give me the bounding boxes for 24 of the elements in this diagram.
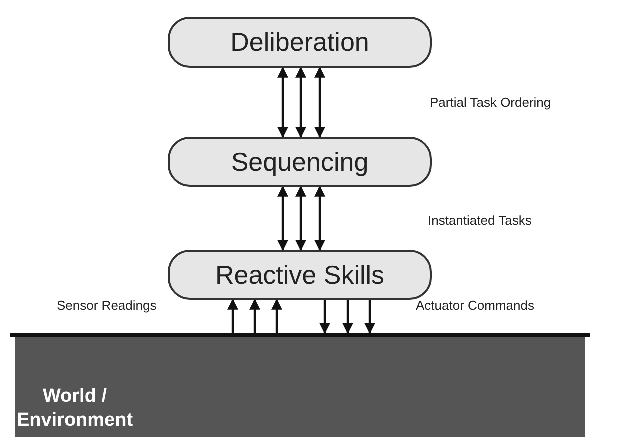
layer-box xyxy=(168,17,432,68)
arrow xyxy=(296,66,306,138)
arrow xyxy=(272,298,282,333)
arrow xyxy=(314,186,326,252)
arrow xyxy=(342,300,354,334)
node-label: Reactive Skills xyxy=(215,258,385,292)
arrow xyxy=(250,298,260,333)
node-label: Deliberation xyxy=(230,26,370,59)
arrow xyxy=(314,66,326,138)
node-label: World / Environment xyxy=(16,385,134,433)
flow-label: Sensor Readings xyxy=(57,297,157,315)
arrow xyxy=(296,186,306,252)
layer-box xyxy=(168,137,432,187)
flow-label: Instantiated Tasks xyxy=(428,212,532,230)
arrow xyxy=(364,300,376,334)
arrow xyxy=(228,298,238,333)
world-block xyxy=(15,337,585,437)
layer-box xyxy=(168,250,432,300)
flow-label: Partial Task Ordering xyxy=(430,94,552,112)
arrow xyxy=(278,66,288,138)
flow-label: Actuator Commands xyxy=(416,297,534,315)
arrow xyxy=(320,300,330,334)
arrow xyxy=(278,186,288,252)
node-label: Sequencing xyxy=(231,146,369,178)
